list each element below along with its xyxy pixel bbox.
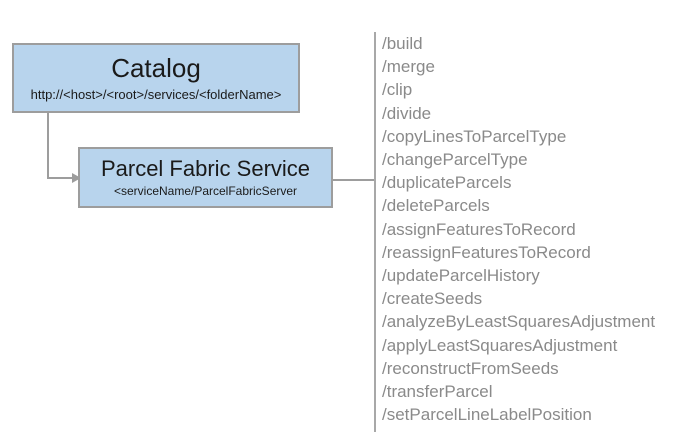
node-parcel-fabric-service-subtitle: <serviceName/ParcelFabricServer bbox=[113, 183, 298, 198]
node-parcel-fabric-service: Parcel Fabric Service <serviceName/Parce… bbox=[78, 147, 333, 208]
operation-item[interactable]: /build bbox=[382, 34, 423, 53]
node-parcel-fabric-service-title: Parcel Fabric Service bbox=[100, 156, 311, 182]
operation-item[interactable]: /reassignFeaturesToRecord bbox=[382, 242, 591, 262]
operation-item[interactable]: /setParcelLineLabelPosition bbox=[382, 405, 592, 425]
operation-item[interactable]: /updateParcelHistory bbox=[382, 266, 540, 286]
operation-item[interactable]: /duplicateParcels bbox=[382, 173, 512, 193]
node-catalog-subtitle: http://<host>/<root>/services/<folderNam… bbox=[30, 87, 282, 103]
node-catalog-title: Catalog bbox=[111, 52, 201, 83]
operations-list: /build/merge/clip/divide/copyLinesToParc… bbox=[374, 32, 655, 432]
catalog-to-service-connector bbox=[47, 113, 72, 179]
operation-item[interactable]: /changeParcelType bbox=[382, 150, 528, 170]
operation-item[interactable]: /transferParcel bbox=[382, 382, 493, 402]
node-catalog: Catalog http://<host>/<root>/services/<f… bbox=[12, 43, 300, 113]
operation-item[interactable]: /copyLinesToParcelType bbox=[382, 126, 567, 146]
operation-item[interactable]: /reconstructFromSeeds bbox=[382, 358, 559, 378]
operation-item[interactable]: /clip bbox=[382, 80, 413, 100]
operation-item[interactable]: /assignFeaturesToRecord bbox=[382, 219, 576, 239]
operation-item[interactable]: /merge bbox=[382, 57, 435, 77]
operation-item[interactable]: /deleteParcels bbox=[382, 196, 490, 216]
operation-item[interactable]: /analyzeByLeastSquaresAdjustment bbox=[382, 312, 656, 332]
operation-item[interactable]: /divide bbox=[382, 103, 432, 123]
operation-item[interactable]: /applyLeastSquaresAdjustment bbox=[382, 335, 618, 355]
operation-item[interactable]: /createSeeds bbox=[382, 289, 483, 309]
